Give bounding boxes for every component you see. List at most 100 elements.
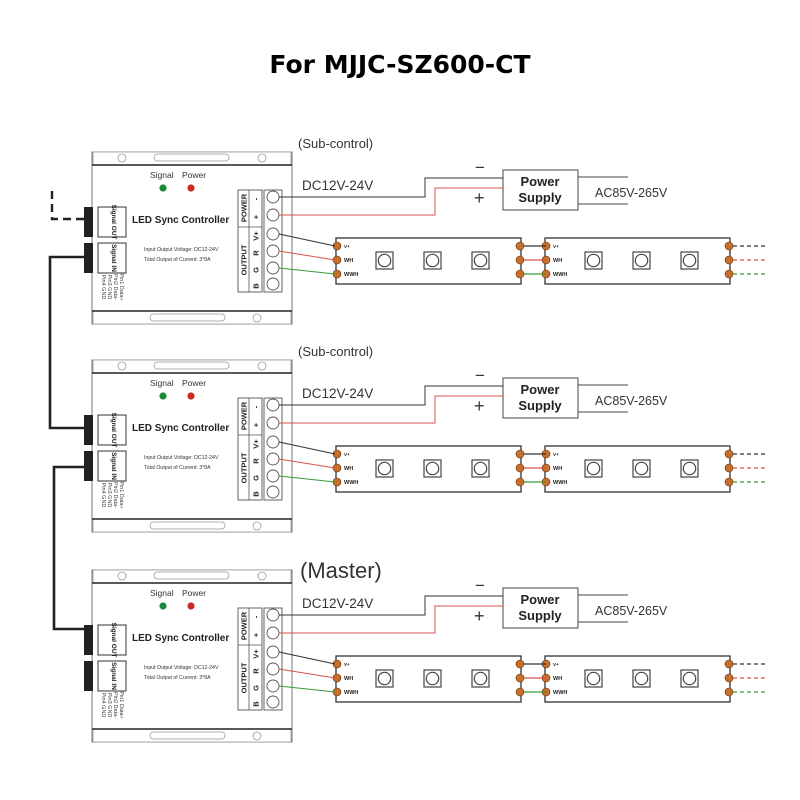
- screw-terminal-icon: [266, 645, 280, 659]
- pad-label-wwh: WWH: [344, 480, 358, 486]
- screw-terminal-block: [263, 397, 283, 501]
- terminal-label-5: G: [252, 475, 261, 481]
- pin-label: Pin4 GND: [100, 693, 106, 718]
- pad-label-wh: WH: [553, 676, 562, 682]
- terminal-label-6: B: [252, 491, 261, 497]
- power-group-label: POWER: [240, 611, 249, 640]
- signal-led-icon: [159, 392, 167, 400]
- smd-led-lens: [682, 461, 697, 476]
- signal-led-label: Signal: [150, 170, 174, 180]
- screw-terminal-block: [263, 607, 283, 711]
- power-supply-label: Power: [520, 592, 559, 607]
- led-strip-1: [335, 445, 522, 493]
- smd-led-lens: [377, 461, 392, 476]
- terminal-label-1: -: [252, 615, 261, 618]
- signal-led-icon: [159, 184, 167, 192]
- pad-label-wwh: WWH: [553, 272, 567, 278]
- controller-name: LED Sync Controller: [132, 423, 229, 434]
- spec-current: Total Output of Current: 3*8A: [144, 257, 211, 263]
- signal-in-port: Signal IN: [97, 242, 127, 274]
- dc-negative-wire: [279, 595, 503, 616]
- terminal-label-3: V+: [252, 439, 261, 449]
- pad-label-wh: WH: [344, 466, 353, 472]
- pad-label-vplus: V+: [344, 662, 350, 667]
- pad-label-wh: WH: [553, 258, 562, 264]
- signal-out-port: Signal OUT: [97, 204, 127, 240]
- mount-hole-icon: [117, 571, 127, 581]
- output-wire: [278, 233, 336, 247]
- mount-hole-icon: [117, 361, 127, 371]
- solder-pad-icon: [724, 659, 734, 669]
- mount-hole-icon: [257, 153, 267, 163]
- output-group-label: OUTPUT: [240, 452, 249, 483]
- mount-hole-icon: [252, 313, 262, 323]
- screw-terminal-icon: [266, 227, 280, 241]
- terminal-label-6: B: [252, 283, 261, 289]
- screw-terminal-block: [263, 189, 283, 293]
- power-supply-box: [502, 377, 579, 419]
- mount-slot: [149, 521, 226, 530]
- power-led-label: Power: [182, 170, 206, 180]
- terminal-label-4: R: [252, 668, 261, 674]
- minus-symbol: −: [475, 576, 485, 595]
- plus-symbol: +: [474, 606, 485, 626]
- pin-label: Pin1 Data+: [118, 273, 124, 300]
- spec-voltage: Input Output Voltage: DC12-24V: [144, 247, 219, 253]
- terminal-label-block: [237, 397, 263, 501]
- plus-symbol: +: [474, 396, 485, 416]
- mount-slot: [149, 731, 226, 740]
- output-wire: [278, 685, 336, 693]
- pad-label-wh: WH: [344, 258, 353, 264]
- signal-in-port: Signal IN: [97, 450, 127, 482]
- signal-in-box: [97, 660, 127, 692]
- pad-label-wh: WH: [344, 676, 353, 682]
- solder-pad-icon: [515, 241, 525, 251]
- pad-label-vplus: V+: [553, 662, 559, 667]
- dc-voltage-label: DC12V-24V: [302, 596, 373, 611]
- power-supply-label: Supply: [518, 190, 562, 205]
- solder-pad-icon: [724, 463, 734, 473]
- signal-led-label: Signal: [150, 588, 174, 598]
- signal-in-box: [97, 450, 127, 482]
- smd-led-lens: [586, 461, 601, 476]
- solder-pad-icon: [515, 463, 525, 473]
- signal-out-label: Signal OUT: [110, 412, 117, 447]
- pad-label-wwh: WWH: [344, 272, 358, 278]
- smd-led-lens: [473, 461, 488, 476]
- smd-led-lens: [425, 253, 440, 268]
- terminal-label-block: [237, 189, 263, 293]
- solder-pad-icon: [724, 255, 734, 265]
- pin-label: Pin3 GND: [106, 693, 112, 718]
- spec-voltage: Input Output Voltage: DC12-24V: [144, 665, 219, 671]
- signal-out-port: Signal OUT: [97, 622, 127, 658]
- spec-current: Total Output of Current: 3*8A: [144, 675, 211, 681]
- ac-voltage-label: AC85V-265V: [595, 186, 668, 200]
- signal-out-box: [97, 414, 127, 446]
- output-wire: [278, 267, 336, 275]
- mount-slot: [153, 571, 230, 580]
- pin-label: Pin3 GND: [106, 483, 112, 508]
- pin-label: Pin2 Data-: [112, 482, 118, 508]
- mount-hole-icon: [117, 153, 127, 163]
- spec-current: Total Output of Current: 3*8A: [144, 465, 211, 471]
- pin-label: Pin1 Data+: [118, 691, 124, 718]
- signal-out-connector: [84, 625, 93, 655]
- smd-led-lens: [586, 671, 601, 686]
- mount-hole-icon: [257, 571, 267, 581]
- terminal-label-3: V+: [252, 649, 261, 659]
- solder-pad-icon: [515, 477, 525, 487]
- power-group-label: POWER: [240, 401, 249, 430]
- signal-out-label: Signal OUT: [110, 622, 117, 657]
- screw-terminal-icon: [266, 244, 280, 258]
- dc-positive-wire: [279, 605, 503, 634]
- screw-terminal-icon: [266, 416, 280, 430]
- terminal-label-block: [237, 607, 263, 711]
- power-led-label: Power: [182, 378, 206, 388]
- minus-symbol: −: [475, 366, 485, 385]
- smd-led-lens: [682, 253, 697, 268]
- dc-voltage-label: DC12V-24V: [302, 386, 373, 401]
- mount-slot: [149, 313, 226, 322]
